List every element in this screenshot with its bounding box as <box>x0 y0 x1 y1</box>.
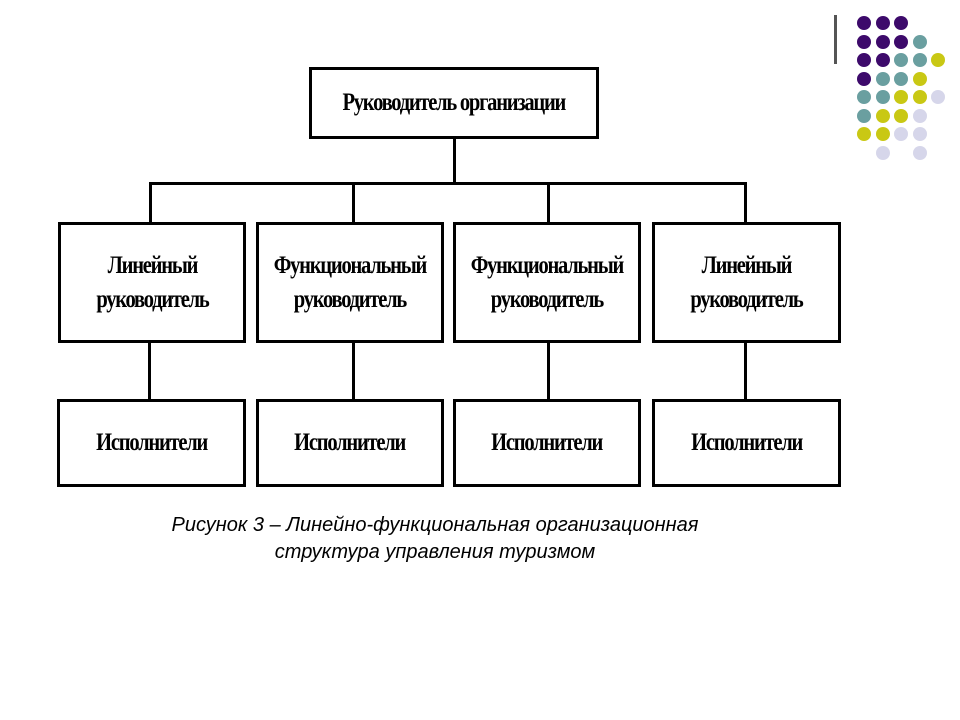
decor-dot-olive <box>894 90 908 104</box>
decor-dot-purple <box>875 16 890 30</box>
decor-dot-purple <box>857 53 871 67</box>
decor-dot-olive <box>875 108 890 123</box>
manager-2-line1: Функциональный <box>273 251 428 279</box>
connector-drop-4 <box>744 182 747 223</box>
connector-top-vertical <box>453 138 456 184</box>
top-manager-box: Руководитель организации <box>309 67 599 139</box>
manager-4-line2: руководитель <box>690 285 803 313</box>
executors-3-label: Исполнители <box>491 429 604 456</box>
decor-dot-teal <box>912 53 927 67</box>
top-manager-label: Руководитель организации <box>342 89 567 116</box>
decor-dot-lavender <box>875 145 890 160</box>
manager-box-linear-2: Линейный руководитель <box>652 222 841 343</box>
figure-caption-line-2: структура управления туризмом <box>274 541 596 563</box>
decor-dot-teal <box>894 71 908 86</box>
decor-dot-teal <box>875 71 890 86</box>
decor-dot-teal <box>857 108 871 123</box>
decor-dot-olive <box>912 90 927 104</box>
decor-dot-olive <box>912 71 927 86</box>
executors-box-4: Исполнители <box>652 399 841 487</box>
decor-dot-purple <box>875 34 890 49</box>
decor-dot-olive <box>857 127 871 141</box>
executors-1-label: Исполнители <box>96 429 208 456</box>
manager-1-line1: Линейный <box>107 251 198 279</box>
manager-box-functional-1: Функциональный руководитель <box>256 222 444 343</box>
executors-4-label: Исполнители <box>691 429 803 456</box>
decor-dot-lavender <box>894 127 908 141</box>
decor-dot-lavender <box>931 90 945 104</box>
decor-dot-teal <box>894 53 908 67</box>
manager-3-line1: Функциональный <box>470 251 625 279</box>
decor-dot-olive <box>894 108 908 123</box>
manager-3-line2: руководитель <box>490 285 604 313</box>
decor-dot-olive <box>931 53 945 67</box>
connector-lower-3 <box>547 342 550 400</box>
figure-caption-line-1: Рисунок 3 – Линейно-функциональная орган… <box>171 514 699 536</box>
connector-lower-4 <box>744 342 747 400</box>
executors-2-label: Исполнители <box>294 429 407 456</box>
executors-box-2: Исполнители <box>256 399 444 487</box>
decor-dot-purple <box>857 71 871 86</box>
decor-dot-purple <box>857 34 871 49</box>
manager-box-functional-2: Функциональный руководитель <box>453 222 641 343</box>
decor-dot-olive <box>875 127 890 141</box>
decor-dot-lavender <box>912 108 927 123</box>
decor-dot-purple <box>857 16 871 30</box>
decor-dot-teal <box>857 90 871 104</box>
connector-drop-1 <box>149 182 152 223</box>
manager-4-line1: Линейный <box>701 251 793 279</box>
connector-lower-2 <box>352 342 355 400</box>
decor-dot-teal <box>912 34 927 49</box>
connector-drop-3 <box>547 182 550 223</box>
connector-horizontal-bus <box>149 182 747 185</box>
decor-dot-purple <box>894 34 908 49</box>
manager-1-line2: руководитель <box>95 285 209 313</box>
executors-box-1: Исполнители <box>57 399 246 487</box>
manager-2-line2: руководитель <box>293 285 407 313</box>
executors-box-3: Исполнители <box>453 399 641 487</box>
decor-dot-lavender <box>912 145 927 160</box>
decor-dot-purple <box>875 53 890 67</box>
decor-dot-teal <box>875 90 890 104</box>
decor-vertical-bar <box>834 15 837 64</box>
decor-dot-lavender <box>912 127 927 141</box>
manager-box-linear-1: Линейный руководитель <box>58 222 246 343</box>
connector-drop-2 <box>352 182 355 223</box>
decor-dot-purple <box>894 16 908 30</box>
connector-lower-1 <box>148 342 151 400</box>
